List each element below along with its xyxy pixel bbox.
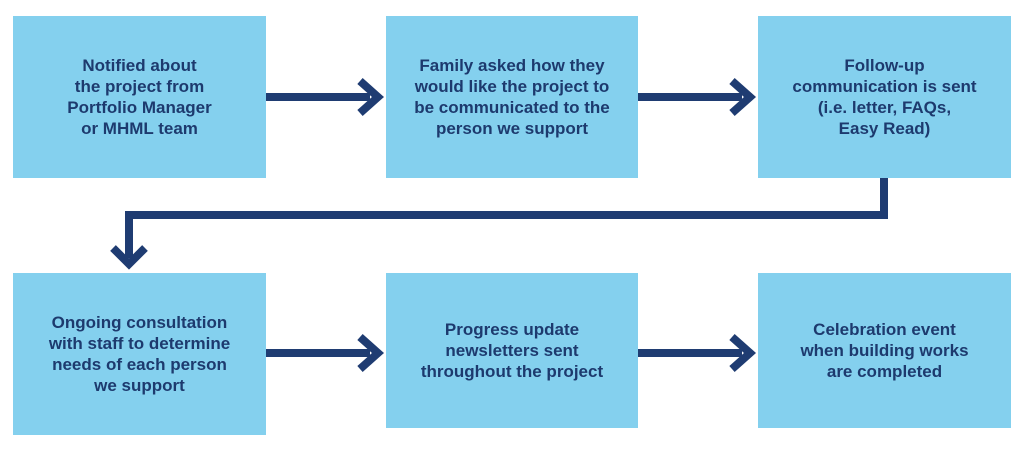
step-1-text: Notified about the project from Portfoli…	[67, 56, 212, 138]
arrow-step4-to-step5	[266, 334, 385, 372]
arrow-step1-to-step2	[266, 78, 385, 116]
step-5-text: Progress update newsletters sent through…	[420, 320, 604, 381]
arrow-step5-to-step6	[638, 334, 757, 372]
step-4-box: Ongoing consultation with staff to deter…	[13, 273, 266, 435]
arrow-step2-to-step3	[638, 78, 757, 116]
step-6-text: Celebration event when building works ar…	[800, 320, 969, 381]
step-2-box: Family asked how they would like the pro…	[386, 16, 638, 178]
step-6-box: Celebration event when building works ar…	[758, 273, 1011, 428]
step-1-box: Notified about the project from Portfoli…	[13, 16, 266, 178]
step-4-text: Ongoing consultation with staff to deter…	[48, 313, 231, 395]
step-3-text: Follow-up communication is sent (i.e. le…	[792, 56, 977, 138]
step-5-box: Progress update newsletters sent through…	[386, 273, 638, 428]
arrow-step3-to-step4	[110, 178, 888, 270]
step-3-box: Follow-up communication is sent (i.e. le…	[758, 16, 1011, 178]
step-2-text: Family asked how they would like the pro…	[414, 56, 610, 138]
